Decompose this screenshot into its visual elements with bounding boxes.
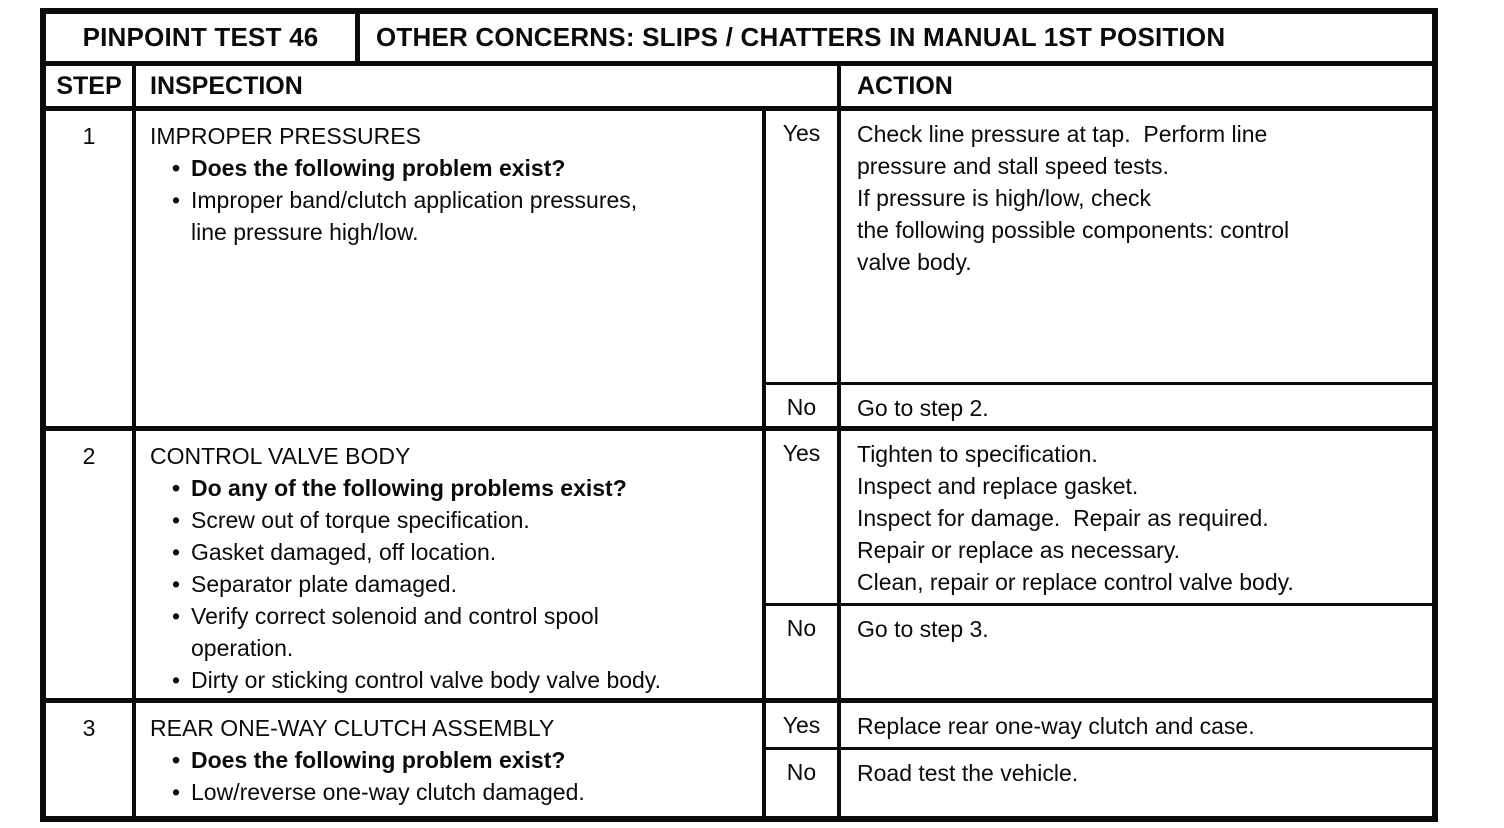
- text-line: If pressure is high/low, check: [857, 185, 1152, 211]
- text-line: Low/reverse one-way clutch damaged.: [191, 779, 585, 805]
- text-line: Tighten to specification.: [857, 441, 1098, 467]
- bullet-text: Improper band/clutch application pressur…: [191, 184, 754, 248]
- text-line: Separator plate damaged.: [191, 571, 457, 597]
- no-action-cell: Go to step 3.: [841, 606, 1432, 698]
- no-action-cell: Road test the vehicle.: [841, 750, 1432, 816]
- column-header-action: ACTION: [857, 71, 953, 100]
- text-line: the following possible components: contr…: [857, 217, 1290, 243]
- inspection-cell: CONTROL VALVE BODY • Do any of the follo…: [136, 431, 766, 698]
- text-line: Inspect and replace gasket.: [857, 473, 1139, 499]
- text-line: operation.: [191, 635, 294, 661]
- bullet-icon: •: [172, 187, 181, 213]
- bullet-item: • Does the following problem exist?: [150, 152, 754, 184]
- yes-label: Yes: [766, 111, 841, 382]
- table-title-row: PINPOINT TEST 46 OTHER CONCERNS: SLIPS /…: [46, 14, 1432, 66]
- no-label: No: [766, 385, 841, 426]
- step-number: 3: [46, 703, 136, 816]
- table-row-step-3: 3 REAR ONE-WAY CLUTCH ASSEMBLY • Does th…: [46, 703, 1432, 816]
- text-line: Improper band/clutch application pressur…: [191, 187, 638, 213]
- text-line: Go to step 2.: [857, 395, 989, 421]
- text-line: Dirty or sticking control valve body val…: [191, 667, 661, 693]
- text-line: Check line pressure at tap. Perform line: [857, 121, 1268, 147]
- pinpoint-test-table: PINPOINT TEST 46 OTHER CONCERNS: SLIPS /…: [40, 8, 1438, 822]
- bullet-icon: •: [172, 475, 181, 501]
- bullet-text: Does the following problem exist?: [191, 152, 754, 184]
- bullet-text: Does the following problem exist?: [191, 744, 754, 776]
- bullet-icon: •: [172, 747, 181, 773]
- no-subrow: No Go to step 2.: [766, 385, 1432, 426]
- text-line: Do any of the following problems exist?: [191, 475, 627, 501]
- bullet-text: Separator plate damaged.: [191, 568, 754, 600]
- bullet-item: • Gasket damaged, off location.: [150, 536, 754, 568]
- bullet-item: • Do any of the following problems exist…: [150, 472, 754, 504]
- inspection-title: CONTROL VALVE BODY: [150, 443, 411, 469]
- bullet-item: • Low/reverse one-way clutch damaged.: [150, 776, 754, 808]
- text-line: Gasket damaged, off location.: [191, 539, 497, 565]
- yes-action-cell: Check line pressure at tap. Perform line…: [841, 111, 1432, 382]
- decision-cell-group: Yes Replace rear one-way clutch and case…: [766, 703, 1432, 816]
- bullet-icon: •: [172, 155, 181, 181]
- column-header-inspection: INSPECTION: [136, 66, 841, 106]
- text-line: Screw out of torque specification.: [191, 507, 530, 533]
- text-line: line pressure high/low.: [191, 219, 419, 245]
- text-line: Clean, repair or replace control valve b…: [857, 569, 1294, 595]
- text-line: Repair or replace as necessary.: [857, 537, 1180, 563]
- decision-cell-group: Yes Tighten to specification. Inspect and…: [766, 431, 1432, 698]
- text-line: Verify correct solenoid and control spoo…: [191, 603, 599, 629]
- no-subrow: No Road test the vehicle.: [766, 750, 1432, 816]
- bullet-item: • Verify correct solenoid and control sp…: [150, 600, 754, 664]
- pinpoint-test-label: PINPOINT TEST 46: [46, 14, 360, 61]
- concern-title: OTHER CONCERNS: SLIPS / CHATTERS IN MANU…: [376, 22, 1226, 52]
- bullet-text: Low/reverse one-way clutch damaged.: [191, 776, 754, 808]
- bullet-item: • Screw out of torque specification.: [150, 504, 754, 536]
- text-line: valve body.: [857, 249, 972, 275]
- step-number: 2: [46, 431, 136, 698]
- inspection-title: IMPROPER PRESSURES: [150, 123, 421, 149]
- bullet-item: • Improper band/clutch application press…: [150, 184, 754, 248]
- bullet-text: Do any of the following problems exist?: [191, 472, 754, 504]
- bullet-text: Screw out of torque specification.: [191, 504, 754, 536]
- column-header-row: STEP INSPECTION ACTION: [46, 66, 1432, 111]
- text-line: Road test the vehicle.: [857, 760, 1079, 786]
- no-subrow: No Go to step 3.: [766, 606, 1432, 698]
- inspection-cell: REAR ONE-WAY CLUTCH ASSEMBLY • Does the …: [136, 703, 766, 816]
- text-line: pressure and stall speed tests.: [857, 153, 1169, 179]
- text-line: Go to step 3.: [857, 616, 989, 642]
- inspection-title: REAR ONE-WAY CLUTCH ASSEMBLY: [150, 715, 555, 741]
- table-row-step-2: 2 CONTROL VALVE BODY • Do any of the fol…: [46, 431, 1432, 703]
- bullet-item: • Separator plate damaged.: [150, 568, 754, 600]
- bullet-text: Dirty or sticking control valve body val…: [191, 664, 754, 696]
- bullet-icon: •: [172, 507, 181, 533]
- yes-label: Yes: [766, 431, 841, 603]
- yes-subrow: Yes Tighten to specification. Inspect and…: [766, 431, 1432, 606]
- yes-action-cell: Replace rear one-way clutch and case.: [841, 703, 1432, 747]
- bullet-text: Gasket damaged, off location.: [191, 536, 754, 568]
- no-label: No: [766, 750, 841, 816]
- decision-cell-group: Yes Check line pressure at tap. Perform …: [766, 111, 1432, 426]
- text-line: Does the following problem exist?: [191, 155, 566, 181]
- column-header-step: STEP: [46, 66, 136, 106]
- yes-action-cell: Tighten to specification. Inspect and rep…: [841, 431, 1432, 603]
- yes-subrow: Yes Replace rear one-way clutch and case…: [766, 703, 1432, 750]
- text-line: Replace rear one-way clutch and case.: [857, 713, 1255, 739]
- inspection-cell: IMPROPER PRESSURES • Does the following …: [136, 111, 766, 426]
- yes-label: Yes: [766, 703, 841, 747]
- bullet-item: • Does the following problem exist?: [150, 744, 754, 776]
- bullet-icon: •: [172, 571, 181, 597]
- text-line: Does the following problem exist?: [191, 747, 566, 773]
- bullet-item: • Dirty or sticking control valve body v…: [150, 664, 754, 696]
- table-row-step-1: 1 IMPROPER PRESSURES • Does the followin…: [46, 111, 1432, 431]
- bullet-text: Verify correct solenoid and control spoo…: [191, 600, 754, 664]
- bullet-icon: •: [172, 603, 181, 629]
- yes-subrow: Yes Check line pressure at tap. Perform …: [766, 111, 1432, 385]
- step-number: 1: [46, 111, 136, 426]
- no-label: No: [766, 606, 841, 698]
- no-action-cell: Go to step 2.: [841, 385, 1432, 426]
- text-line: Inspect for damage. Repair as required.: [857, 505, 1269, 531]
- bullet-icon: •: [172, 667, 181, 693]
- bullet-icon: •: [172, 779, 181, 805]
- bullet-icon: •: [172, 539, 181, 565]
